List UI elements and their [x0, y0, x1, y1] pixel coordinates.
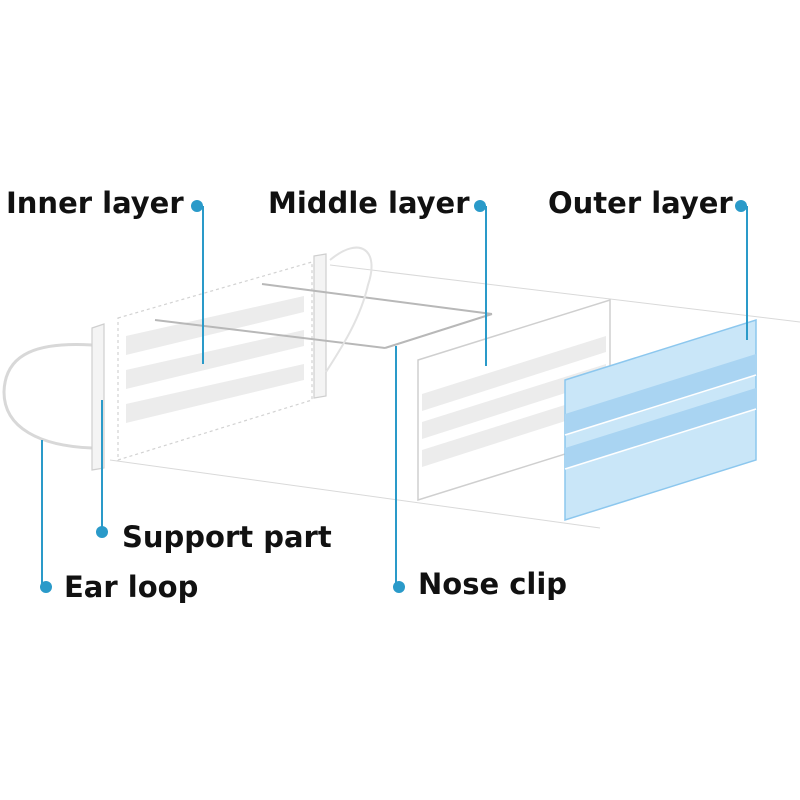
nose-clip-label: Nose clip: [418, 567, 568, 601]
outer-layer: [564, 318, 757, 522]
support-part-dot: [96, 526, 108, 538]
ear-loop: [2, 343, 93, 450]
leader-dots: [40, 200, 747, 593]
ear-loop-back: [325, 246, 373, 373]
outer-layer-dot: [735, 200, 747, 212]
ear-loop-dot: [40, 581, 52, 593]
middle-layer: [417, 298, 611, 502]
support-part-label: Support part: [122, 520, 332, 554]
nose-clip-dot: [393, 581, 405, 593]
nose-clip: [154, 283, 493, 349]
ear-loop-label: Ear loop: [64, 570, 199, 604]
middle-layer-label: Middle layer: [268, 186, 470, 220]
outer-layer-label: Outer layer: [548, 186, 733, 220]
inner-layer-dot: [191, 200, 203, 212]
middle-layer-dot: [474, 200, 486, 212]
leader-lines: [41, 206, 748, 585]
inner-layer-label: Inner layer: [6, 186, 184, 220]
inner-layer: [117, 261, 313, 461]
